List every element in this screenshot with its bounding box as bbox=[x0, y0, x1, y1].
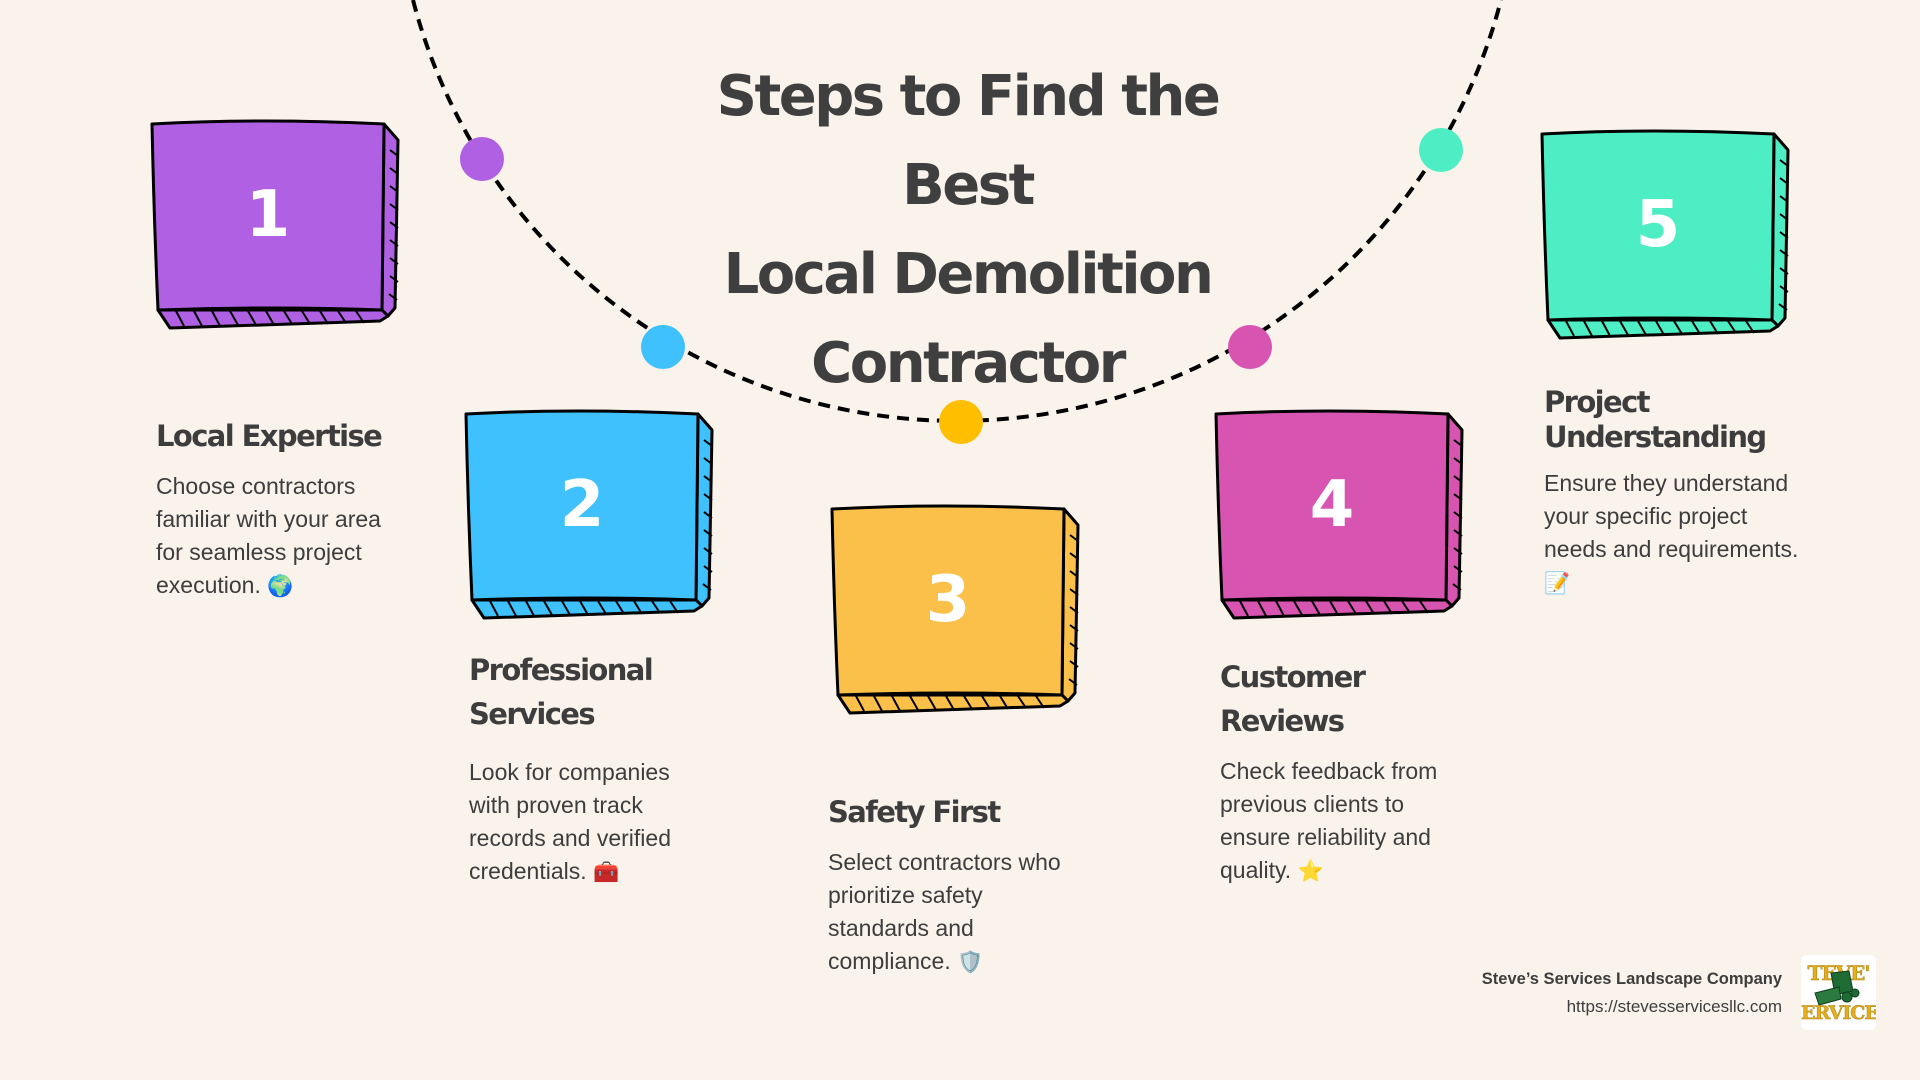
step-heading: Safety First bbox=[828, 795, 1001, 829]
shield-icon: 🛡️ bbox=[957, 950, 984, 974]
step-text-1: Local Expertise Choose contractors famil… bbox=[156, 414, 406, 603]
step-box-2: 2 bbox=[464, 409, 716, 622]
step-box-3: 3 bbox=[830, 504, 1082, 717]
step-number: 5 bbox=[1635, 188, 1681, 262]
step-description: Check feedback from previous clients to … bbox=[1220, 758, 1438, 883]
logo-text-bottom: ERVICE bbox=[1801, 1002, 1876, 1025]
company-url[interactable]: https://stevesservicesllc.com bbox=[1566, 997, 1782, 1016]
step-number: 4 bbox=[1309, 468, 1355, 542]
step-number: 1 bbox=[245, 178, 291, 252]
step-number: 3 bbox=[925, 563, 971, 637]
globe-icon: 🌍 bbox=[267, 574, 294, 598]
step-text-5: Project Understanding Ensure they unders… bbox=[1544, 385, 1798, 600]
page-title: Steps to Find the Best Local Demolition … bbox=[660, 52, 1275, 408]
step-heading: Project Understanding bbox=[1544, 385, 1767, 454]
step-text-3: Safety First Select contractors who prio… bbox=[828, 790, 1078, 979]
title-line-1: Steps to Find the Best bbox=[716, 64, 1221, 218]
step-heading: Customer Reviews bbox=[1220, 660, 1366, 738]
company-name: Steve’s Services Landscape Company bbox=[1481, 970, 1782, 988]
step-text-2: Professional Services Look for companies… bbox=[469, 648, 719, 889]
star-icon: ⭐ bbox=[1297, 859, 1324, 883]
step-description: Look for companies with proven track rec… bbox=[469, 759, 671, 884]
toolbox-icon: 🧰 bbox=[593, 860, 620, 884]
step-description: Choose contractors familiar with your ar… bbox=[156, 473, 381, 598]
step-description: Ensure they understand your specific pro… bbox=[1544, 470, 1799, 595]
title-line-3: Contractor bbox=[811, 331, 1126, 396]
block-shape bbox=[150, 119, 400, 330]
block-shape bbox=[1214, 409, 1464, 620]
skid-steer-icon bbox=[1814, 970, 1860, 1006]
step-description: Select contractors who prioritize safety… bbox=[828, 849, 1061, 974]
block-shape bbox=[464, 409, 714, 620]
step-box-4: 4 bbox=[1214, 409, 1466, 622]
block-shape bbox=[1540, 129, 1790, 340]
step-box-1: 1 bbox=[150, 119, 402, 332]
timeline-dot-1 bbox=[460, 137, 504, 181]
company-logo: TEVE' ERVICE bbox=[1801, 955, 1876, 1030]
step-text-4: Customer Reviews Check feedback from pre… bbox=[1220, 655, 1470, 888]
timeline-dot-5 bbox=[1419, 128, 1463, 172]
step-box-5: 5 bbox=[1540, 129, 1792, 342]
step-heading: Local Expertise bbox=[156, 419, 383, 453]
step-number: 2 bbox=[559, 468, 605, 542]
footer-credit: Steve’s Services Landscape Company https… bbox=[1482, 966, 1782, 1022]
block-shape bbox=[830, 504, 1080, 715]
title-line-2: Local Demolition bbox=[723, 242, 1214, 307]
memo-icon: 📝 bbox=[1544, 571, 1571, 595]
step-heading: Professional Services bbox=[469, 653, 654, 731]
